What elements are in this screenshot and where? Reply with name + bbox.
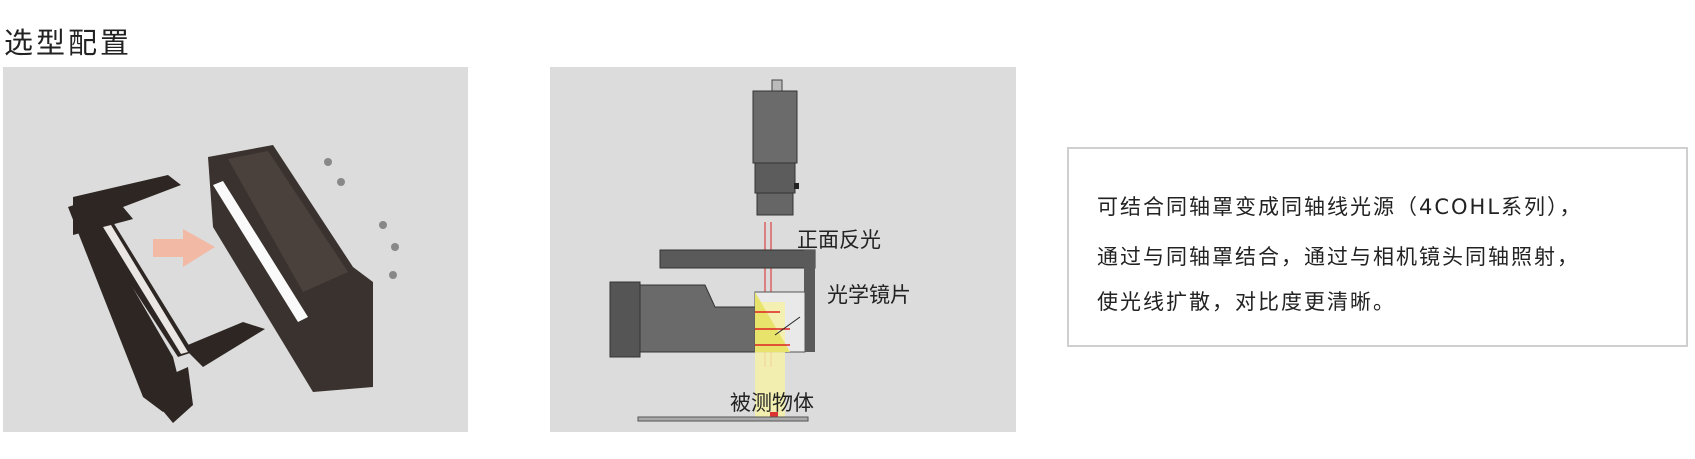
- optical-path-illustration: [609, 79, 816, 422]
- camera: [752, 79, 799, 216]
- product-assembly-image: [3, 67, 468, 432]
- label-optical-lens: 光学镜片: [827, 283, 911, 307]
- description-line: 通过与同轴罩结合，通过与相机镜头同轴照射，: [1097, 245, 1580, 269]
- description-line: 使光线扩散，对比度更清晰。: [1097, 290, 1396, 314]
- coaxial-principle-diagram: 正面反光 光学镜片 被测物体: [550, 67, 1016, 432]
- label-front-reflection: 正面反光: [797, 228, 881, 252]
- arrow-icon: [153, 229, 215, 267]
- linear-light-source: [208, 145, 399, 392]
- description-line: 可结合同轴罩变成同轴线光源（4COHL系列），: [1097, 195, 1583, 219]
- section-title: 选型配置: [4, 26, 133, 60]
- label-object: 被测物体: [730, 391, 814, 415]
- coaxial-cover-assembly-illustration: [68, 145, 399, 423]
- description-box: 可结合同轴罩变成同轴线光源（4COHL系列）， 通过与同轴罩结合，通过与相机镜头…: [1067, 147, 1688, 347]
